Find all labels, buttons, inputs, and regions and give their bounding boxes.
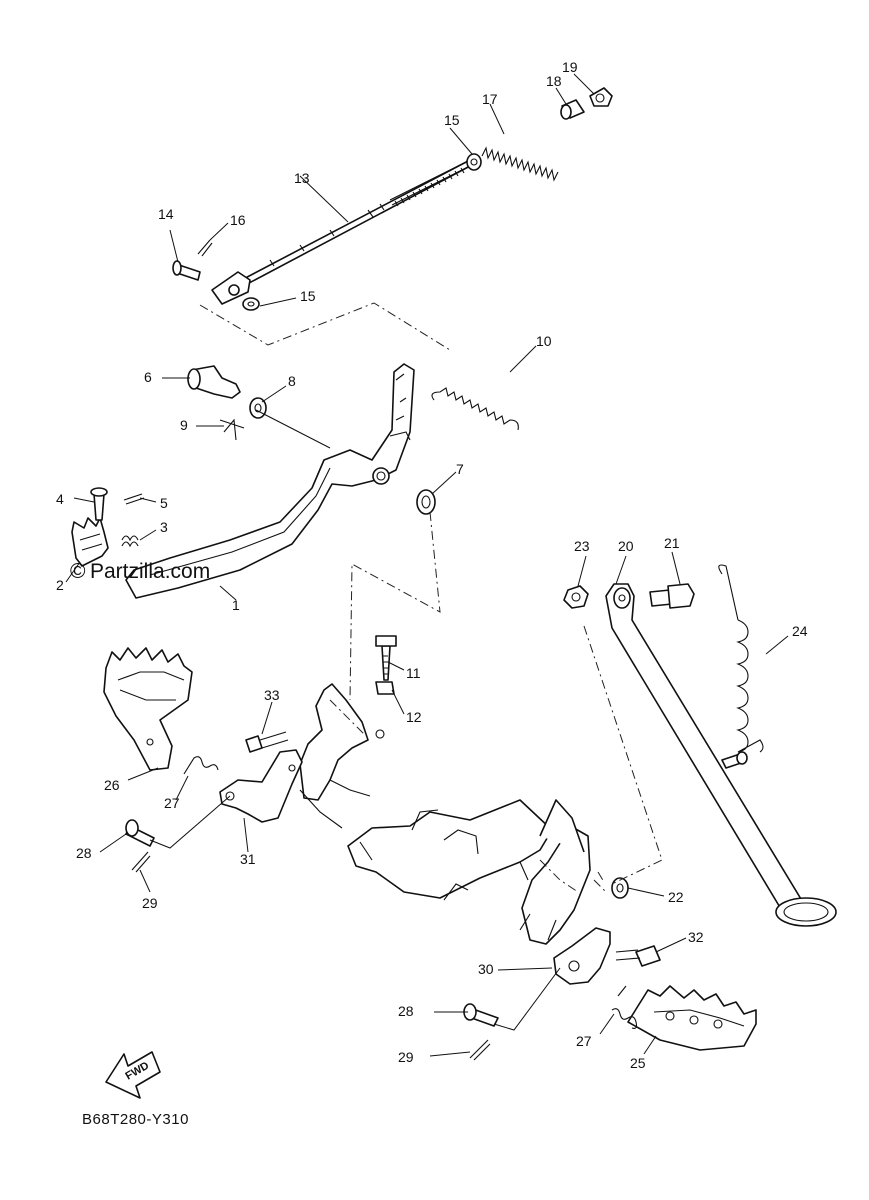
sidestand[interactable] [605,583,807,923]
callout-30[interactable]: 30 [478,961,494,977]
cotter-pin-29a[interactable] [131,851,151,873]
callout-13[interactable]: 13 [294,170,310,186]
brake-pedal-tip[interactable] [71,517,109,567]
callout-11[interactable]: 11 [406,665,421,681]
bolt-32[interactable] [635,945,661,967]
callout-16[interactable]: 16 [230,212,246,228]
callout-22[interactable]: 22 [668,889,684,905]
cotter-pin-5[interactable] [123,493,145,505]
callout-23[interactable]: 23 [574,538,590,554]
cotter-pin-16[interactable] [197,239,213,257]
callout-8[interactable]: 8 [288,373,296,389]
callout-1[interactable]: 1 [232,597,240,613]
spring-10[interactable] [431,387,519,431]
callout-29-right[interactable]: 29 [398,1049,414,1065]
brake-rod-group [172,87,613,351]
callout-20[interactable]: 20 [618,538,634,554]
pedal-shaft[interactable] [191,365,241,399]
callout-14[interactable]: 14 [158,206,174,222]
spring-3[interactable] [121,535,139,548]
frame-group [299,635,591,945]
watermark-symbol: © [70,560,86,583]
callout-10[interactable]: 10 [536,333,552,349]
callout-27-left[interactable]: 27 [164,795,180,811]
callout-27-right[interactable]: 27 [576,1033,592,1049]
callout-33[interactable]: 33 [264,687,280,703]
collar-12[interactable] [375,681,395,695]
callout-9[interactable]: 9 [180,417,188,433]
nut-19[interactable] [589,87,613,107]
footrest-26[interactable] [103,647,193,771]
washer-15-upper[interactable] [466,153,482,171]
spring-24[interactable] [718,564,764,753]
callout-labels: 1 2 3 4 5 6 7 8 9 10 11 12 13 14 15 15 1… [56,59,808,1071]
bolt-33[interactable] [245,735,263,753]
callout-21[interactable]: 21 [664,535,680,551]
callout-18[interactable]: 18 [546,73,562,89]
callout-2[interactable]: 2 [56,577,64,593]
bracket-30[interactable] [553,927,611,985]
callout-28-left[interactable]: 28 [76,845,92,861]
callout-15-upper[interactable]: 15 [444,112,460,128]
callout-32[interactable]: 32 [688,929,704,945]
washer-15-lower[interactable] [242,297,260,311]
footrest-25[interactable] [627,985,757,1051]
callout-7[interactable]: 7 [456,461,464,477]
nut-23[interactable] [563,585,589,609]
watermark-text: Partzilla.com [90,560,210,583]
callout-29-left[interactable]: 29 [142,895,158,911]
callout-17[interactable]: 17 [482,91,498,107]
right-footrest-group [463,927,757,1061]
fwd-arrow: FWD [105,1051,161,1099]
watermark: © Partzilla.com [70,560,210,583]
callout-15-lower[interactable]: 15 [300,288,316,304]
brake-rod[interactable] [231,159,473,292]
diagram-code: B68T280-Y310 [82,1111,189,1128]
callout-31[interactable]: 31 [240,851,256,867]
callout-26[interactable]: 26 [104,777,120,793]
spring-17[interactable] [481,146,559,182]
collar-22[interactable] [611,877,629,899]
pedal-pin[interactable] [93,493,105,521]
brake-pedal[interactable] [125,363,415,599]
callout-28-right[interactable]: 28 [398,1003,414,1019]
brake-pedal-group [71,363,519,701]
callout-24[interactable]: 24 [792,623,808,639]
callout-25[interactable]: 25 [630,1055,646,1071]
left-footrest-group [103,647,303,873]
callout-3[interactable]: 3 [160,519,168,535]
callout-6[interactable]: 6 [144,369,152,385]
bolt-11[interactable] [381,645,391,681]
callout-4[interactable]: 4 [56,491,64,507]
cotter-pin-29b[interactable] [469,1039,491,1061]
callout-leaders [65,73,789,1057]
spring-27a[interactable] [183,756,219,775]
bracket-31[interactable] [219,749,303,823]
callout-5[interactable]: 5 [160,495,168,511]
callout-19[interactable]: 19 [562,59,578,75]
spring-27b[interactable] [611,985,638,1029]
washer-7[interactable] [416,489,436,515]
callout-12[interactable]: 12 [406,709,422,725]
clip-9[interactable] [219,418,245,441]
sidestand-group [563,564,837,927]
